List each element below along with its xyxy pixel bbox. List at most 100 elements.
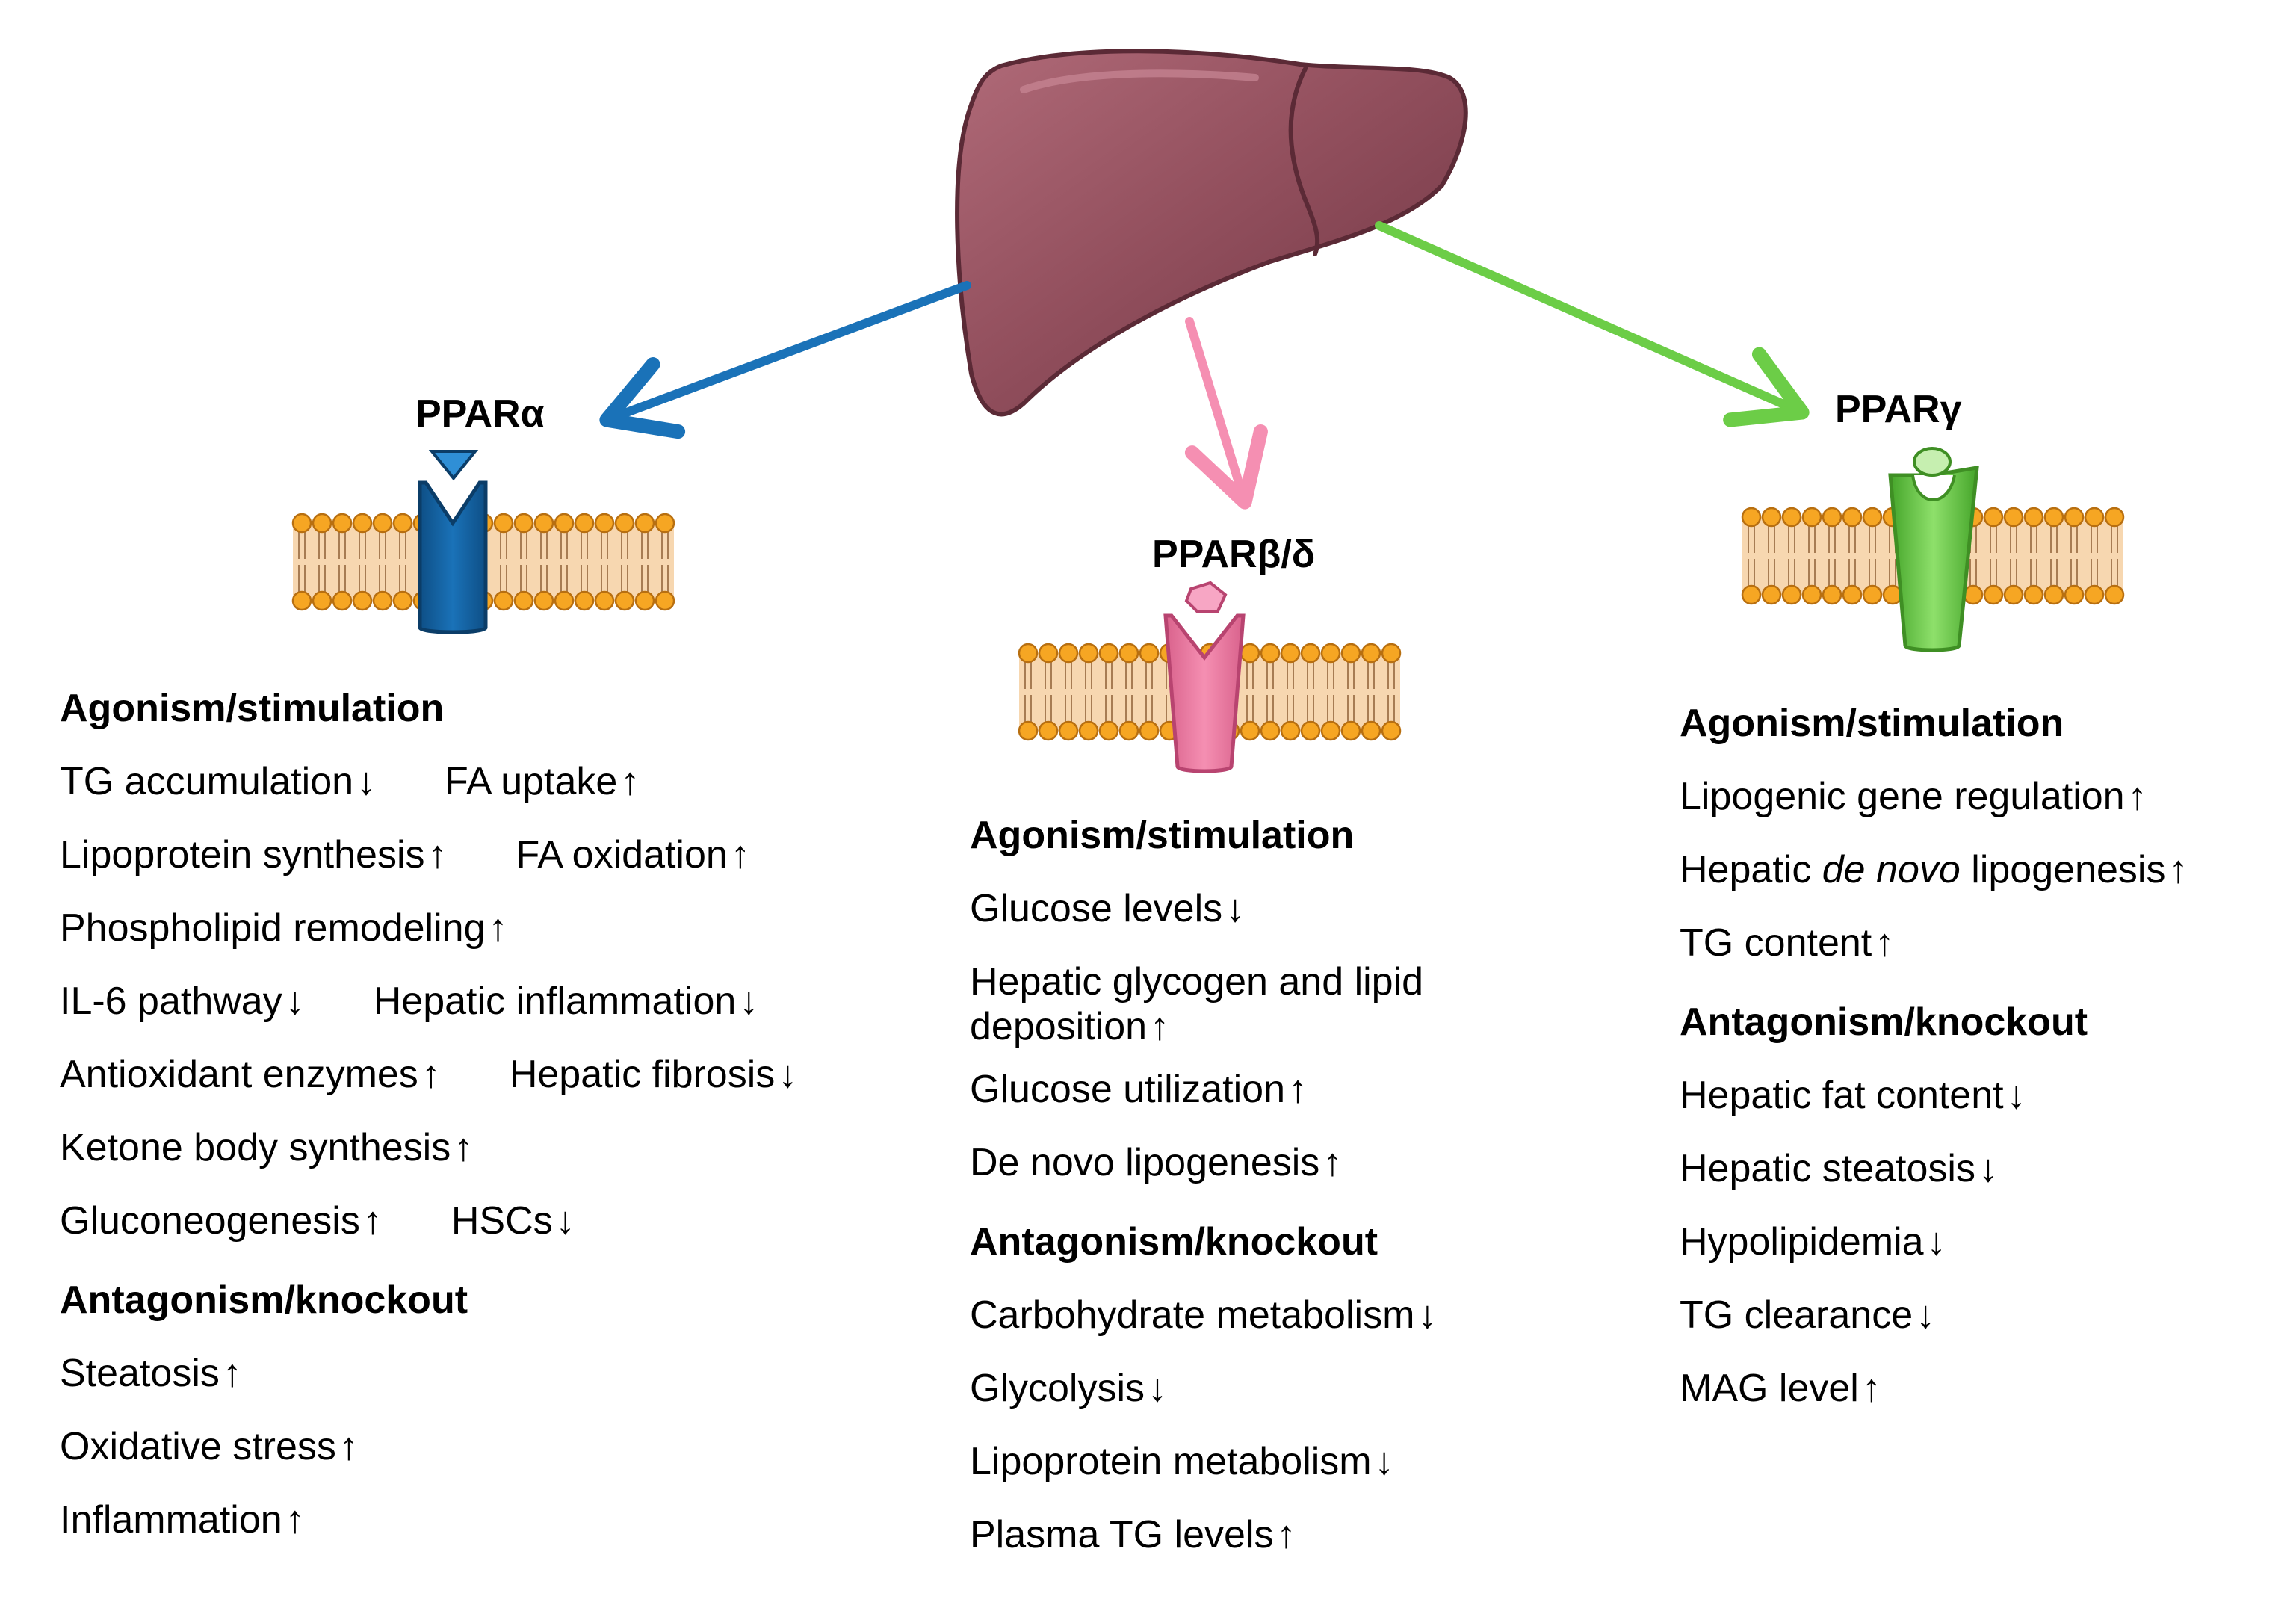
connector-alpha [599,281,971,439]
lipid-head [493,590,514,611]
up-arrow-icon: ↑ [2168,848,2188,891]
ligand-alpha-icon [428,450,479,481]
up-arrow-icon: ↑ [2127,775,2147,818]
column-gamma: Agonism/stimulation Lipogenic gene regul… [1680,701,2277,1439]
lipid-tail [2070,559,2078,586]
up-arrow-icon: ↑ [1322,1141,1343,1184]
lipid-head [1260,643,1281,664]
lipid-head [1240,643,1260,664]
down-arrow-icon: ↓ [1374,1440,1394,1483]
title-ppar-alpha: PPARα [415,392,545,436]
receptor-gamma-icon [1888,447,1979,652]
lipid-head [1741,584,1762,605]
lipid-tail [2030,559,2037,586]
lipid-tail [1024,662,1032,689]
lipid-head [614,513,635,534]
effect-label: IL-6 pathway [60,980,282,1023]
effect-item: Hepatic glycogen and lipid deposition↑ [970,960,1423,1048]
effect-item: Ketone body synthesis↑ [60,1126,473,1169]
lipid-head [2023,584,2044,605]
lipid-head [1381,643,1402,664]
lipid-tail [2050,526,2058,553]
effect-item: Hepatic fibrosis↓ [510,1053,797,1096]
effect-label: TG content [1680,921,1872,965]
effect-row: Carbohydrate metabolism↓ [970,1293,1538,1366]
lipid-head [1078,720,1099,741]
lipid-head [493,513,514,534]
lipid-head [1862,507,1883,528]
lipid-head [1300,720,1321,741]
effect-item: MAG level↑ [1680,1367,1881,1410]
effect-label: Steatosis [60,1352,220,1395]
effect-label: MAG level [1680,1367,1859,1410]
effect-item: FA oxidation↑ [516,833,750,876]
lipid-head [513,513,534,534]
lipid-head [2043,507,2064,528]
lipid-tail [1287,662,1294,689]
effect-label: Antioxidant enzymes [60,1053,418,1096]
up-arrow-icon: ↑ [427,833,448,876]
effect-label: Hepatic steatosis [1680,1147,1975,1190]
column-alpha: Agonism/stimulation TG accumulation↓FA u… [60,686,926,1571]
lipid-head [312,513,332,534]
down-arrow-icon: ↓ [739,980,759,1023]
lipid-tail [1748,526,1755,553]
lipid-tail [1347,662,1355,689]
lipid-tail [1788,526,1795,553]
lipid-head [614,590,635,611]
lipid-tail [621,532,628,559]
connector-beta-delta [1184,317,1268,510]
effect-label: Glucose levels [970,887,1223,930]
lipid-tail [1848,559,1856,586]
effect-row: Hepatic de novo lipogenesis↑ [1680,847,2277,921]
lipid-head [1781,507,1802,528]
lipid-tail [1045,695,1052,722]
effect-label: TG clearance [1680,1293,1913,1337]
effect-label: lipogenesis [1960,848,2166,891]
down-arrow-icon: ↓ [1225,887,1246,930]
lipid-tail [1869,526,1876,553]
lipid-tail [298,532,306,559]
lipid-tail [2111,559,2118,586]
lipid-head [1018,720,1039,741]
lipid-tail [1990,526,1997,553]
effect-row: Lipoprotein metabolism↓ [970,1439,1538,1512]
effect-row: Glucose levels↓ [970,886,1538,959]
lipid-head [1361,643,1381,664]
ligand-beta-delta-icon [1184,581,1228,613]
lipid-tail [399,532,406,559]
lipid-tail [1367,662,1375,689]
effect-item: HSCs↓ [451,1199,575,1243]
lipid-head [1983,507,2004,528]
title-ppar-beta-delta: PPARβ/δ [1152,533,1316,576]
beta-delta-agonism-list: Glucose levels↓ Hepatic glycogen and lipi… [970,886,1538,1213]
effect-item: Gluconeogenesis↑ [60,1199,383,1243]
lipid-tail [1085,662,1092,689]
effect-label: Hepatic [1680,848,1822,891]
effect-item: Hepatic fat content↓ [1680,1074,2026,1117]
alpha-agonism-list: TG accumulation↓FA uptake↑Lipoprotein sy… [60,759,926,1272]
lipid-tail [661,565,669,592]
lipid-tail [1287,695,1294,722]
lipid-tail [338,565,346,592]
up-arrow-icon: ↑ [1288,1068,1308,1111]
effect-label: Glucose utilization [970,1068,1285,1111]
lipid-head [655,590,675,611]
lipid-tail [1808,526,1816,553]
effect-label: Carbohydrate metabolism [970,1293,1415,1337]
lipid-tail [379,532,386,559]
lipid-tail [1307,695,1314,722]
beta-delta-antagonism-heading: Antagonism/knockout [970,1220,1378,1264]
beta-delta-antagonism-list: Carbohydrate metabolism↓Glycolysis↓Lipop… [970,1293,1538,1586]
alpha-agonism-heading: Agonism/stimulation [60,687,445,730]
effect-item: Glucose levels↓ [970,887,1245,930]
lipid-tail [1145,695,1153,722]
connector-gamma [1375,221,1810,427]
lipid-tail [1387,695,1395,722]
down-arrow-icon: ↓ [555,1199,575,1243]
lipid-tail [1990,559,1997,586]
lipid-tail [1246,695,1254,722]
lipid-head [1139,720,1160,741]
down-arrow-icon: ↓ [1926,1220,1946,1264]
receptor-beta-delta-icon [1163,581,1246,773]
